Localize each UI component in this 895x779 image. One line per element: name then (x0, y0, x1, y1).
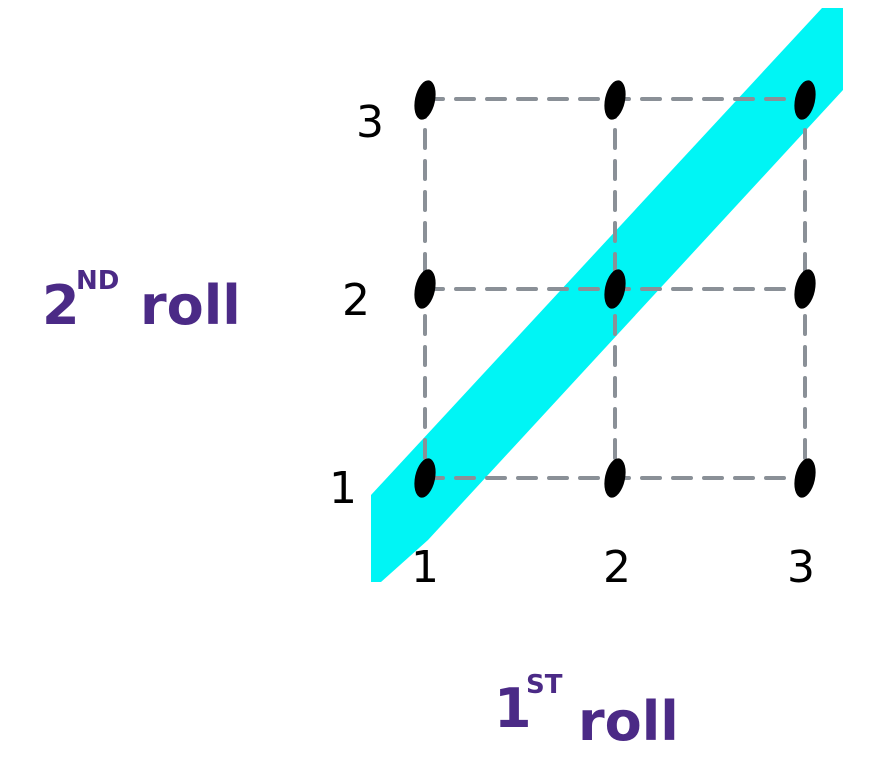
y-axis-title: 2 ND roll (42, 266, 241, 337)
x-tick-2: 2 (603, 542, 631, 593)
x-tick-1: 1 (411, 542, 439, 593)
x-title-number: 1 (494, 677, 532, 740)
outcome-point-2-2 (604, 269, 626, 309)
y-axis-ticks: 3 2 1 (329, 97, 384, 514)
y-title-number: 2 (42, 274, 80, 337)
y-tick-3: 3 (356, 97, 384, 148)
y-title-superscript: ND (76, 266, 119, 296)
outcome-point-3-1 (794, 458, 816, 498)
y-tick-1: 1 (329, 463, 357, 514)
x-title-superscript: ST (526, 670, 563, 700)
x-title-word: roll (578, 690, 679, 753)
outcome-point-2-3 (604, 80, 626, 120)
outcome-point-1-3 (414, 80, 436, 120)
x-axis-ticks: 1 2 3 (411, 542, 815, 593)
x-axis-title: 1 ST roll (494, 670, 679, 753)
outcome-point-1-2 (414, 269, 436, 309)
y-tick-2: 2 (342, 275, 370, 326)
outcome-point-1-1 (414, 458, 436, 498)
x-tick-3: 3 (787, 542, 815, 593)
outcome-point-3-2 (794, 269, 816, 309)
y-title-word: roll (140, 274, 241, 337)
outcome-point-3-3 (794, 80, 816, 120)
outcome-point-2-1 (604, 458, 626, 498)
outcome-points (414, 80, 816, 498)
